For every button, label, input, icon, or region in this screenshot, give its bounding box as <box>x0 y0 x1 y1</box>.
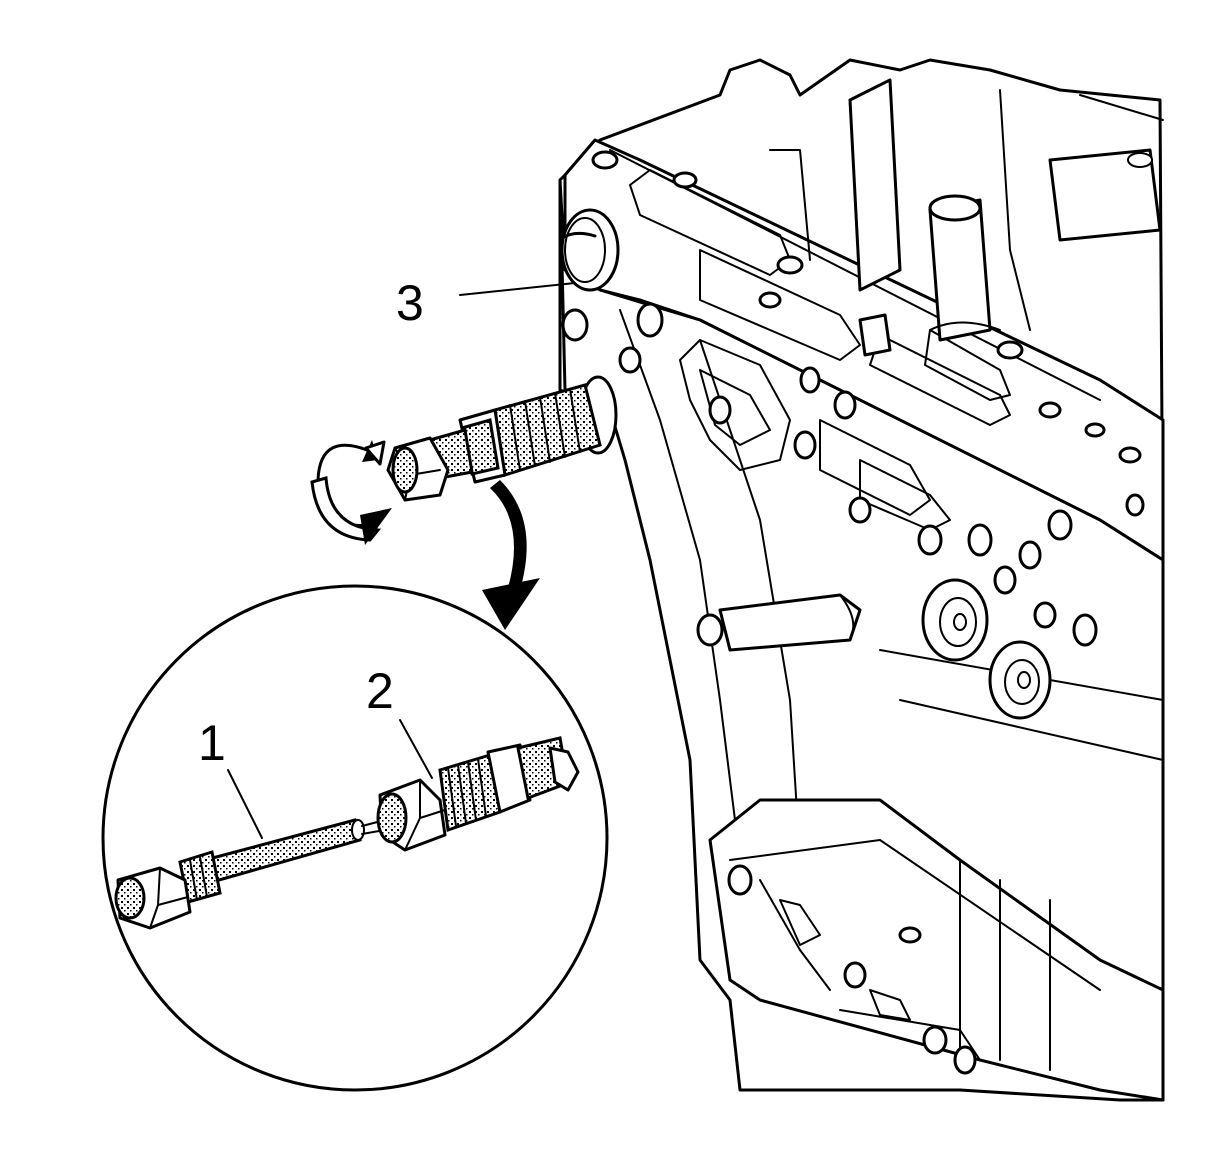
transmission-case <box>558 58 1165 1102</box>
case-plugs <box>921 578 1052 720</box>
sensor-pin <box>114 818 365 930</box>
callout-1: 1 <box>198 715 226 771</box>
case-bolt-holes <box>561 150 1145 1075</box>
leader-line-3 <box>459 282 576 296</box>
detail-view <box>101 584 609 1092</box>
detail-arrow-icon <box>482 480 540 630</box>
sensor-body <box>361 736 580 852</box>
leader-line-2 <box>399 719 433 779</box>
sensor-assembly <box>386 375 618 502</box>
leader-lines <box>227 282 576 839</box>
leader-line-1 <box>227 769 263 839</box>
callout-2: 2 <box>366 663 394 719</box>
callout-3: 3 <box>396 275 424 331</box>
bore-plug <box>560 208 620 292</box>
rotate-arrow-icon <box>310 440 392 545</box>
